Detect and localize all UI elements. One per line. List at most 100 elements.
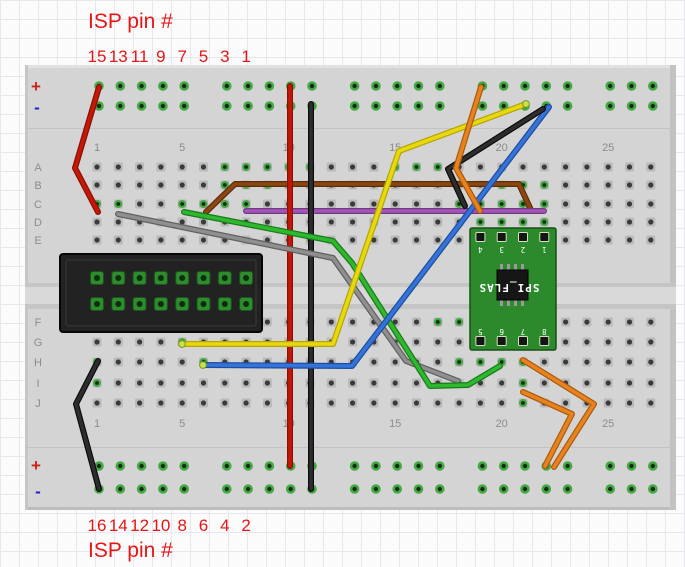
breadboard-hole[interactable]	[475, 357, 485, 367]
breadboard-hole[interactable]	[454, 317, 464, 327]
breadboard-hole[interactable]	[475, 398, 485, 408]
breadboard-hole[interactable]	[603, 217, 613, 227]
breadboard-hole[interactable]	[625, 162, 634, 172]
breadboard-hole[interactable]	[497, 199, 507, 209]
rail-hole[interactable]	[648, 101, 658, 111]
breadboard-hole[interactable]	[412, 235, 421, 245]
breadboard-hole[interactable]	[412, 337, 421, 347]
breadboard-hole[interactable]	[497, 378, 507, 388]
breakout-pad[interactable]	[496, 232, 507, 242]
breadboard-hole[interactable]	[369, 398, 379, 408]
wire-blue[interactable]	[200, 104, 552, 369]
breadboard-hole[interactable]	[603, 162, 613, 172]
breadboard-hole[interactable]	[518, 398, 528, 408]
rail-hole[interactable]	[179, 484, 189, 494]
rail-hole[interactable]	[94, 461, 104, 471]
breadboard-hole[interactable]	[156, 337, 166, 347]
idc-pin[interactable]	[132, 297, 147, 311]
rail-hole[interactable]	[371, 81, 381, 91]
wire-orange-bottom-outer[interactable]	[520, 357, 597, 470]
breadboard-hole[interactable]	[241, 378, 251, 388]
breadboard-hole[interactable]	[113, 378, 123, 388]
breadboard-hole[interactable]	[156, 199, 166, 209]
wire-end-dot[interactable]	[199, 361, 207, 369]
breadboard-hole[interactable]	[220, 199, 230, 209]
breadboard-hole[interactable]	[625, 235, 634, 245]
idc-pin[interactable]	[90, 271, 104, 285]
breadboard-hole[interactable]	[518, 217, 528, 227]
breadboard-hole[interactable]	[561, 180, 571, 190]
breadboard-hole[interactable]	[646, 235, 656, 245]
idc-pin[interactable]	[153, 271, 168, 285]
breadboard-hole[interactable]	[625, 180, 634, 190]
breadboard-hole[interactable]	[92, 217, 102, 227]
wire-black-bottom-left[interactable]	[73, 358, 102, 492]
wire-orange-bottom-inner[interactable]	[520, 389, 575, 469]
breadboard-hole[interactable]	[220, 180, 230, 190]
breadboard-hole[interactable]	[199, 217, 208, 227]
wire-end-dot[interactable]	[522, 100, 530, 108]
breadboard-hole[interactable]	[92, 378, 102, 388]
rail-hole[interactable]	[648, 484, 658, 494]
rail-hole[interactable]	[222, 461, 232, 471]
breadboard-hole[interactable]	[348, 398, 358, 408]
rail-hole[interactable]	[392, 461, 403, 471]
breadboard-hole[interactable]	[348, 217, 358, 227]
breadboard-hole[interactable]	[582, 199, 592, 209]
rail-hole[interactable]	[158, 461, 168, 471]
breadboard-hole[interactable]	[348, 235, 358, 245]
breadboard-hole[interactable]	[561, 235, 571, 245]
rail-hole[interactable]	[222, 101, 232, 111]
breadboard-hole[interactable]	[177, 378, 187, 388]
breadboard-hole[interactable]	[369, 162, 379, 172]
breadboard-hole[interactable]	[135, 180, 145, 190]
breadboard-hole[interactable]	[582, 217, 592, 227]
breadboard-hole[interactable]	[177, 180, 187, 190]
breadboard-hole[interactable]	[390, 357, 400, 367]
breadboard-hole[interactable]	[262, 217, 272, 227]
rail-hole[interactable]	[648, 81, 658, 91]
rail-hole[interactable]	[264, 101, 275, 111]
breadboard-hole[interactable]	[412, 217, 421, 227]
breadboard-hole[interactable]	[156, 357, 166, 367]
rail-hole[interactable]	[158, 484, 168, 494]
breakout-pad[interactable]	[518, 336, 528, 346]
breadboard-hole[interactable]	[518, 162, 528, 172]
breadboard-hole[interactable]	[199, 180, 208, 190]
breadboard-hole[interactable]	[646, 217, 656, 227]
breadboard-hole[interactable]	[92, 162, 102, 172]
rail-hole[interactable]	[243, 101, 253, 111]
rail-hole[interactable]	[158, 81, 168, 91]
breadboard-hole[interactable]	[646, 357, 656, 367]
breadboard-hole[interactable]	[539, 199, 549, 209]
breadboard-hole[interactable]	[625, 378, 634, 388]
wire-orange-top[interactable]	[453, 84, 484, 214]
breadboard-hole[interactable]	[262, 378, 272, 388]
breadboard-hole[interactable]	[561, 337, 571, 347]
breakout-pad[interactable]	[475, 336, 486, 346]
rail-hole[interactable]	[520, 81, 530, 91]
wire-red-rail-jumper[interactable]	[72, 84, 102, 215]
rail-hole[interactable]	[562, 101, 573, 111]
breadboard-hole[interactable]	[348, 337, 358, 347]
rail-hole[interactable]	[477, 101, 488, 111]
rail-hole[interactable]	[605, 461, 615, 471]
breadboard-hole[interactable]	[603, 337, 613, 347]
rail-hole[interactable]	[520, 484, 530, 494]
breadboard-hole[interactable]	[92, 337, 102, 347]
breadboard-hole[interactable]	[433, 357, 443, 367]
breadboard-hole[interactable]	[220, 378, 230, 388]
breadboard-hole[interactable]	[326, 378, 336, 388]
breadboard-hole[interactable]	[475, 162, 485, 172]
breadboard-hole[interactable]	[433, 317, 443, 327]
rail-hole[interactable]	[264, 484, 275, 494]
breadboard-hole[interactable]	[177, 199, 187, 209]
breadboard-hole[interactable]	[646, 378, 656, 388]
breadboard-hole[interactable]	[646, 337, 656, 347]
breadboard-hole[interactable]	[113, 337, 123, 347]
breadboard-hole[interactable]	[625, 337, 634, 347]
breadboard-hole[interactable]	[262, 398, 272, 408]
rail-hole[interactable]	[498, 461, 509, 471]
breadboard-hole[interactable]	[497, 217, 507, 227]
rail-hole[interactable]	[222, 484, 232, 494]
